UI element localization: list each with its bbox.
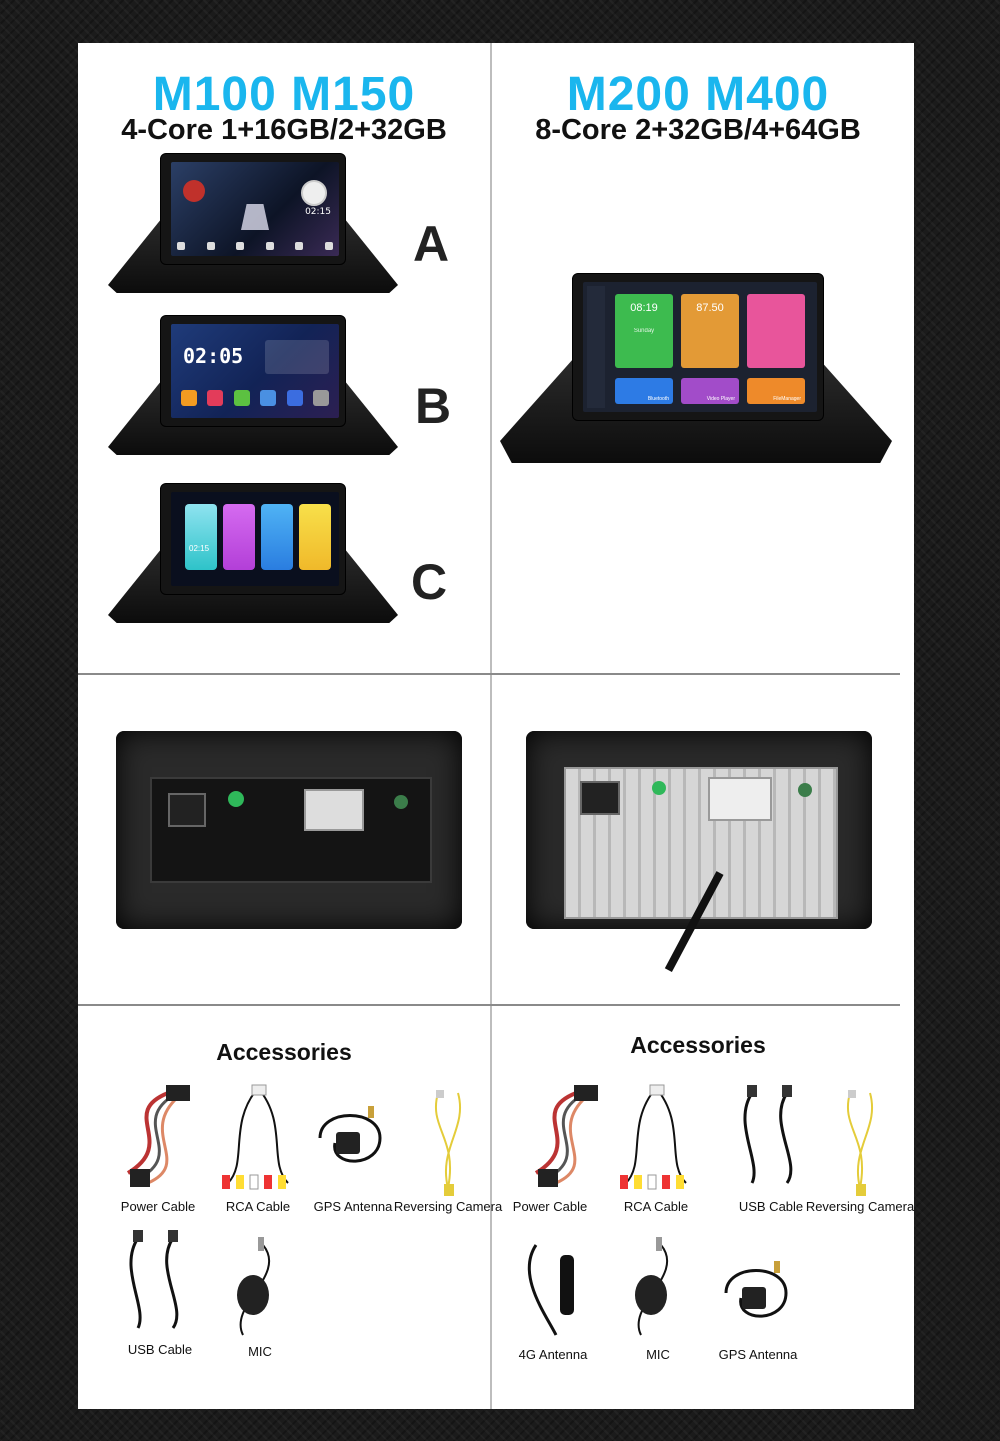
head-unit-b: 02:05 [108,315,398,460]
back-view-8core [526,731,872,973]
accessory-image [218,1235,298,1350]
variant-letter-b: B [415,378,452,434]
app-dock [177,242,333,252]
left-model-title: M100 M150 [152,68,416,121]
head-unit-c: 02:15 [108,483,398,628]
screen-bezel: 02:15 [160,153,346,265]
clock-icon [301,180,327,206]
accessory-image [616,1235,696,1350]
app-dock [181,390,329,408]
accessory-image [516,1235,596,1350]
radio-antenna-port [394,795,408,809]
tile-clock [185,504,217,570]
accessory-image [208,1083,308,1198]
home-tile[interactable]: 87.50 [681,294,739,368]
clock-text: 02:15 [305,207,331,217]
accessory-label: Reversing Camera [393,1199,503,1214]
row-divider-1 [78,673,900,675]
app-row: Bluetooth Video Player FileManager [615,378,805,404]
accessory-label: 4G Antenna [518,1347,588,1362]
screen: 02:05 [171,324,339,418]
product-panel: M100 M150 4-Core 1+16GB/2+32GB M200 M400… [78,43,914,1409]
accessory-label: MIC [248,1344,272,1359]
music-disc-icon [183,180,205,202]
accessories-title-right: Accessories [630,1032,766,1058]
right-spec-title: 8-Core 2+32GB/4+64GB [535,114,861,146]
side-nav [587,286,605,408]
right-model-title: M200 M400 [566,68,830,121]
accessory-image [830,1088,890,1203]
back-plate [150,777,432,883]
tile-video [299,504,331,570]
row-divider-2 [78,1004,900,1006]
clock-text: 02:05 [183,344,244,368]
accessory-label: Power Cable [120,1199,196,1214]
accessory-label: MIC [646,1347,670,1362]
accessory-label: Power Cable [512,1199,588,1214]
accessory-label: USB Cable [127,1342,193,1357]
rca-connector [304,789,364,831]
accessory-image [418,1088,478,1203]
clock-text: 02:15 [189,544,210,553]
accessory-image [716,1253,796,1338]
accessory-image [516,1083,616,1198]
left-spec-title: 4-Core 1+16GB/2+32GB [121,114,447,146]
screen-bezel: 02:15 [160,483,346,595]
accessory-image [732,1083,812,1198]
app-label: Bluetooth [647,396,669,402]
accessory-label: RCA Cable [225,1199,291,1214]
accessory-label: GPS Antenna [313,1199,393,1214]
app-button[interactable]: Bluetooth [615,378,673,404]
accessory-label: Reversing Camera [805,1199,915,1214]
accessory-label: USB Cable [738,1199,804,1214]
tile-text: 87.50 [696,302,724,314]
screen: 02:15 [171,162,339,256]
metal-chassis [564,767,838,919]
tile-music [223,504,255,570]
back-view-4core [116,731,462,929]
head-unit-a: 02:15 [108,153,398,298]
tile-subtext: Sunday [633,328,655,334]
app-button[interactable]: FileManager [747,378,805,404]
gps-port [228,791,244,807]
tile-text: 08:19 [630,302,658,314]
accessory-label: GPS Antenna [718,1347,798,1362]
home-tile[interactable] [747,294,805,368]
tile-radio [261,504,293,570]
car-icon [241,204,269,230]
accessory-image [108,1083,208,1198]
variant-letter-c: C [411,554,448,610]
accessory-image [118,1228,198,1343]
harness-connector [580,781,620,815]
accessory-label: RCA Cable [623,1199,689,1214]
radio-antenna-port [798,783,812,797]
music-widget [265,340,329,374]
column-divider [490,43,492,1409]
app-label: Video Player [706,396,735,402]
rca-connector [708,777,772,821]
app-button[interactable]: Video Player [681,378,739,404]
app-label: FileManager [773,396,801,402]
accessory-image [606,1083,706,1198]
harness-connector [168,793,206,827]
gps-port [652,781,666,795]
screen: 02:15 [171,492,339,586]
screen-bezel: 02:05 [160,315,346,427]
accessory-image [310,1098,390,1183]
accessories-title-left: Accessories [216,1039,352,1065]
variant-letter-a: A [413,216,450,272]
